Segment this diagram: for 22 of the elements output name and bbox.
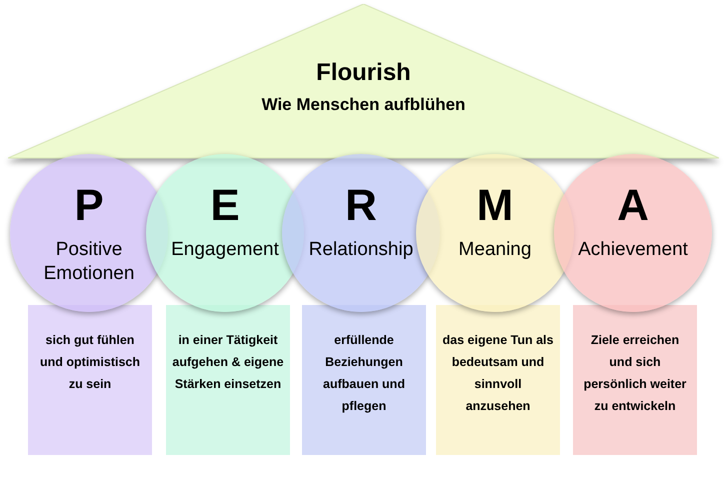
description-card [302,305,426,455]
title-text: Flourish [316,58,411,88]
label-text: Meaning [458,238,532,262]
letter-text: A [617,184,649,228]
description-text: in einer Tätigkeit aufgehen & eigene Stärken einsetzen [172,332,284,393]
description-text: sich gut fühlen und optimistisch zu sein [39,332,141,393]
description-card [436,305,560,455]
subtitle-text: Wie Menschen aufblühen [262,94,466,116]
label-text: Achievement [577,238,689,262]
label-text: Relationship [308,238,414,262]
letter-text: M [476,184,514,228]
description-text: das eigene Tun als bedeutsam und sinnvoll anzusehen [442,332,554,415]
description-text: Ziele erreichen und sich persönlich weiter zu entwickeln [582,332,688,415]
letter-text: P [74,184,104,228]
description-card [166,305,290,455]
label-text: Engagement [170,238,280,262]
description-text: erfüllende Beziehungen aufbauen und pflegen [322,332,406,415]
description-card [28,305,152,455]
label-text: Positive Emotionen [42,238,136,286]
letter-text: R [345,184,377,228]
letter-text: E [210,184,240,228]
description-card [573,305,697,455]
